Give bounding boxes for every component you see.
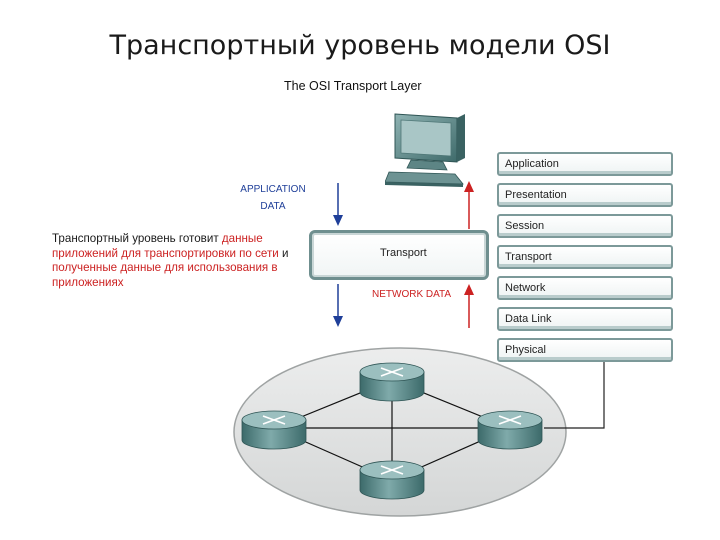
application-data-label: APPLICATION DATA bbox=[224, 181, 322, 215]
router-icon-top bbox=[359, 362, 425, 402]
layer-presentation: Presentation bbox=[497, 183, 673, 207]
transport-box: Transport bbox=[309, 230, 489, 280]
router-icon-left bbox=[241, 410, 307, 450]
description-part3: и bbox=[278, 246, 289, 260]
down-arrow-lower bbox=[333, 284, 343, 327]
layer-network: Network bbox=[497, 276, 673, 300]
layer-transport: Transport bbox=[497, 245, 673, 269]
up-arrow-lower bbox=[464, 284, 474, 328]
description-text: Транспортный уровень готовит данные прил… bbox=[52, 232, 312, 290]
physical-link-line bbox=[544, 362, 605, 429]
network-cloud bbox=[233, 347, 567, 517]
down-arrow-upper bbox=[333, 183, 343, 226]
application-label-line2: DATA bbox=[260, 201, 286, 212]
description-part4: полученные данные для использования в пр… bbox=[52, 261, 278, 289]
layer-session: Session bbox=[497, 214, 673, 238]
description-part2: данные приложений для транспортировки по… bbox=[52, 232, 279, 260]
transport-box-label: Transport bbox=[380, 247, 427, 259]
application-label-line1: APPLICATION bbox=[240, 184, 306, 195]
layer-data-link: Data Link bbox=[497, 307, 673, 331]
router-icon-bottom bbox=[359, 460, 425, 500]
layer-physical: Physical bbox=[497, 338, 673, 362]
description-part1: Транспортный уровень готовит bbox=[52, 232, 219, 245]
figure-title: The OSI Transport Layer bbox=[284, 79, 422, 93]
network-data-label: NETWORK DATA bbox=[372, 289, 452, 300]
layer-application: Application bbox=[497, 152, 673, 176]
computer-icon bbox=[385, 113, 465, 187]
up-arrow-upper bbox=[464, 181, 474, 229]
router-icon-right bbox=[477, 410, 543, 450]
slide-title: Транспортный уровень модели OSI bbox=[109, 30, 611, 61]
